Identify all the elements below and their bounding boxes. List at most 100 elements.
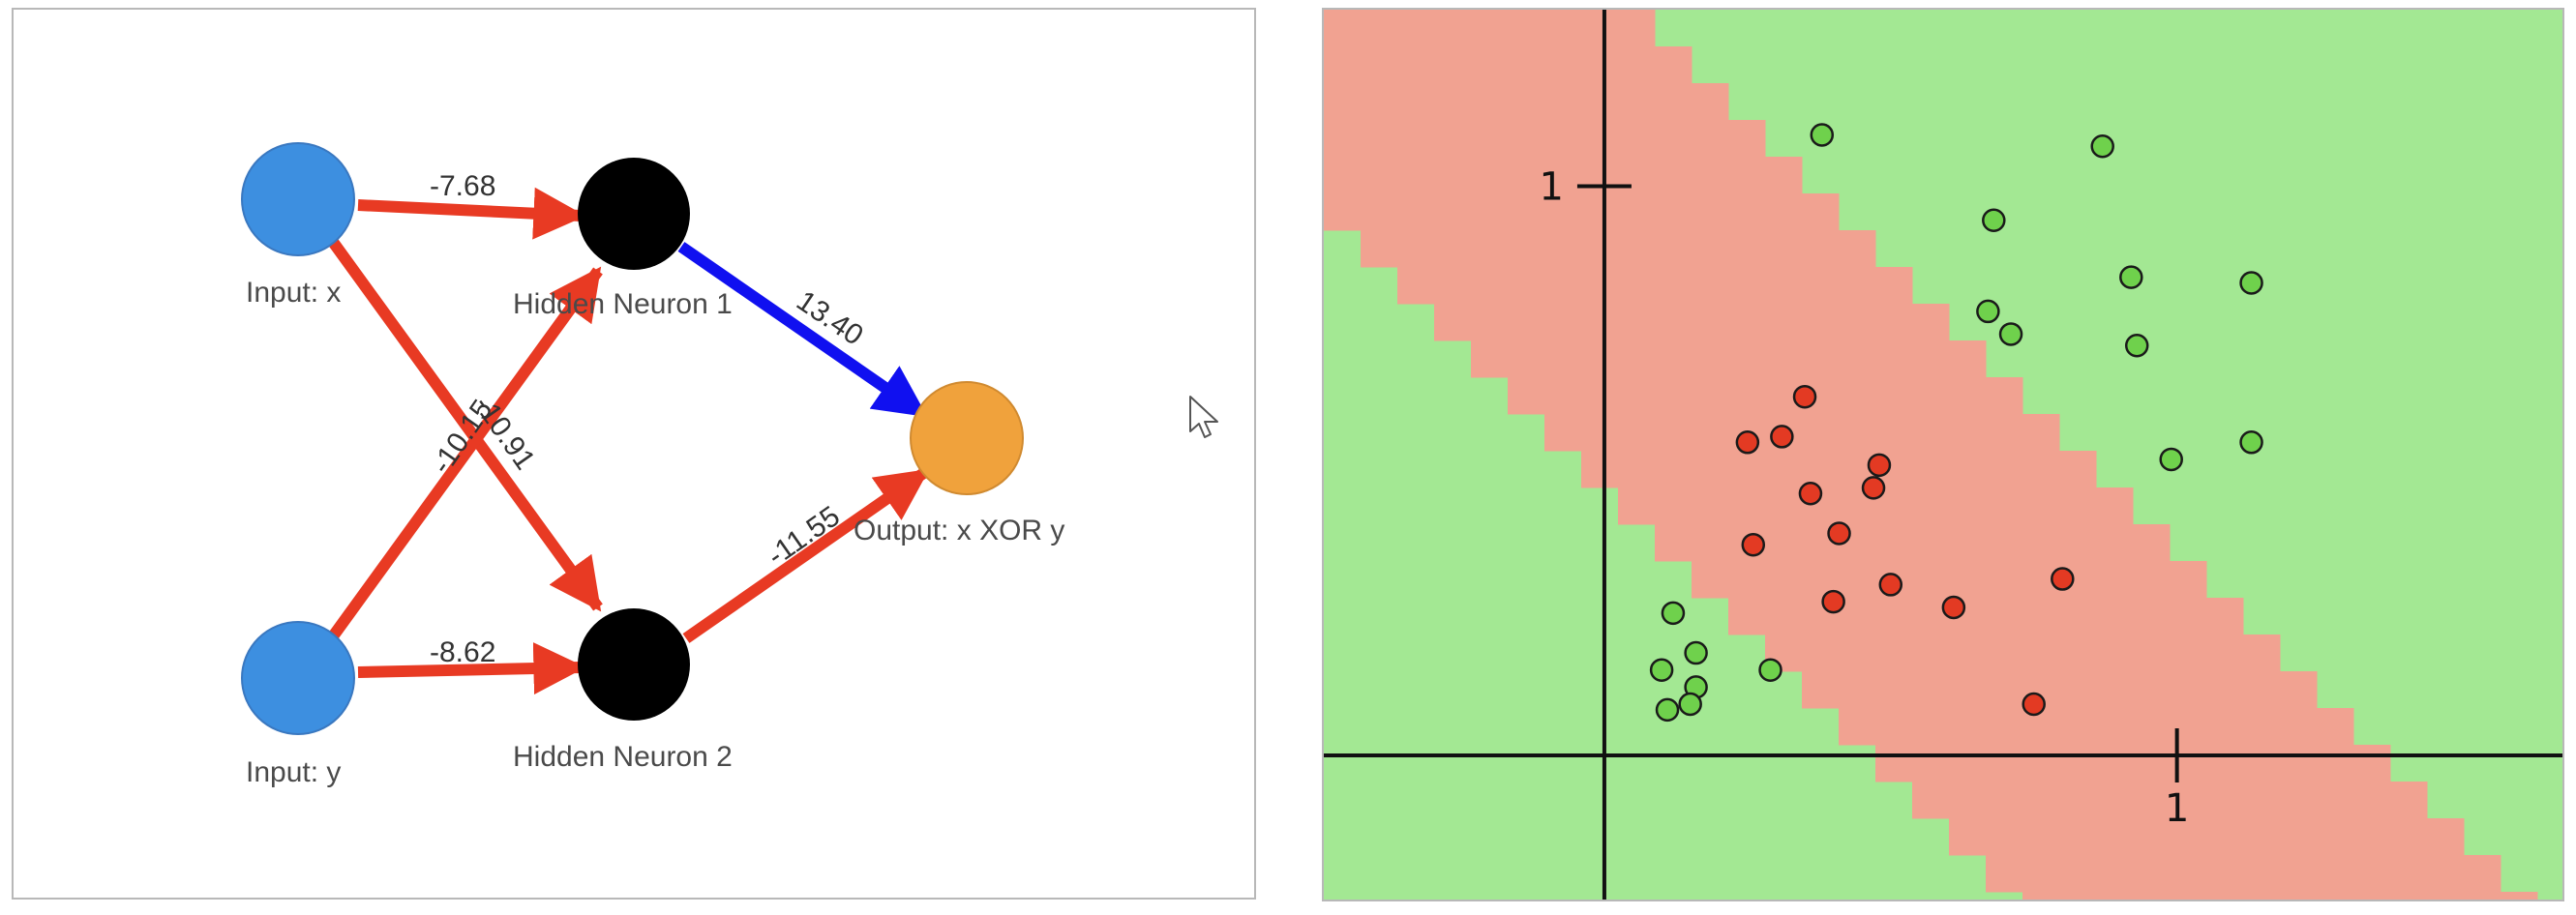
negative-region-cell (1839, 671, 1876, 709)
negative-region-cell (1581, 414, 1619, 452)
weight-y-h2-label: -8.62 (430, 636, 495, 668)
negative-region-cell (1655, 451, 1692, 488)
negative-region-cell (1728, 157, 1766, 194)
negative-region-cell (2206, 782, 2244, 819)
red-data-point (1821, 589, 1845, 614)
negative-region-cell (1986, 598, 2023, 635)
negative-region-cell (1581, 377, 1619, 415)
negative-region-cell (2133, 892, 2171, 900)
negative-region-cell (2133, 598, 2171, 635)
negative-region-cell (1471, 83, 1509, 121)
negative-region-cell (1986, 561, 2023, 599)
negative-region-cell (2059, 855, 2097, 893)
negative-region-cell (1875, 598, 1913, 635)
negative-region-cell (2170, 671, 2207, 709)
green-data-point (1649, 658, 1674, 682)
negative-region-cell (1728, 193, 1766, 231)
negative-region-cell (1692, 451, 1729, 488)
hidden-neuron-2-label: Hidden Neuron 2 (513, 741, 733, 773)
negative-region-cell (2096, 708, 2134, 746)
negative-region-cell (2133, 561, 2171, 599)
input-x-node (241, 142, 355, 256)
negative-region-cell (1581, 157, 1619, 194)
negative-region-cell (1544, 414, 1582, 452)
negative-region-cell (1618, 451, 1656, 488)
negative-region-cell (2059, 487, 2097, 525)
nodes (241, 142, 1024, 735)
negative-region-cell (1471, 193, 1509, 231)
negative-region-cell (1949, 561, 1987, 599)
negative-region-cell (1397, 10, 1435, 47)
negative-region-cell (1692, 524, 1729, 562)
negative-region-cell (2022, 818, 2060, 856)
negative-region-cell (1618, 340, 1656, 378)
negative-region-cell (1361, 46, 1398, 84)
green-data-point (1678, 692, 1702, 717)
negative-region-cell (2243, 708, 2281, 746)
negative-region-cell (2133, 745, 2171, 782)
negative-region-cell (1986, 487, 2023, 525)
negative-region-cell (1728, 120, 1766, 158)
x-tick-label: 1 (2165, 786, 2189, 831)
negative-region-cell (2096, 598, 2134, 635)
negative-region-cell (1802, 635, 1840, 672)
negative-region-cell (2133, 524, 2171, 562)
hidden-neuron-1-label: Hidden Neuron 1 (513, 288, 733, 320)
negative-region-cell (2317, 855, 2354, 893)
negative-region-cell (1692, 340, 1729, 378)
negative-region-cell (1949, 818, 1987, 856)
red-data-point (1792, 384, 1817, 409)
negative-region-cell (1471, 340, 1509, 378)
negative-region-cell (2170, 818, 2207, 856)
negative-region-cell (1508, 83, 1545, 121)
negative-region-cell (2022, 414, 2060, 452)
green-data-point (1976, 299, 2000, 324)
edge-input-x-to-hidden-1 (357, 187, 586, 240)
negative-region-cell (1765, 157, 1803, 194)
negative-region-cell (1912, 635, 1950, 672)
negative-region-cell (1986, 671, 2023, 709)
negative-region-cell (2243, 635, 2281, 672)
red-data-point (1770, 425, 1794, 449)
negative-region-cell (1765, 304, 1803, 341)
negative-region-cell (2096, 561, 2134, 599)
negative-region-cell (1508, 230, 1545, 268)
negative-region-cell (1581, 304, 1619, 341)
negative-region-cell (1949, 451, 1987, 488)
negative-region-cell (1912, 745, 1950, 782)
negative-region-cell (1471, 304, 1509, 341)
negative-region-cell (1875, 635, 1913, 672)
green-data-point (2159, 447, 2183, 472)
network-diagram-panel: Input: x Input: y Hidden Neuron 1 Hidden… (12, 8, 1256, 900)
negative-region-cell (1581, 451, 1619, 488)
negative-region-cell (1986, 745, 2023, 782)
negative-region-cell (2022, 524, 2060, 562)
negative-region-cell (1839, 304, 1876, 341)
negative-region-cell (2059, 818, 2097, 856)
negative-region-cell (2059, 892, 2097, 900)
negative-region-cell (2022, 487, 2060, 525)
negative-region-cell (1324, 120, 1362, 158)
red-data-point (1941, 595, 1966, 620)
negative-region-cell (1692, 304, 1729, 341)
weight-x-h1-label: -7.68 (430, 170, 495, 202)
negative-region-cell (1912, 671, 1950, 709)
green-data-point (1810, 123, 1835, 147)
negative-region-cell (1434, 157, 1472, 194)
weight-h1-out-label: 13.40 (791, 284, 869, 351)
red-data-point (1867, 453, 1892, 478)
negative-region-cell (2059, 745, 2097, 782)
negative-region-cell (2206, 598, 2244, 635)
edge-input-y-to-hidden-1 (328, 266, 603, 640)
negative-region-cell (1692, 414, 1729, 452)
negative-region-cell (1655, 83, 1692, 121)
negative-region-cell (1875, 671, 1913, 709)
negative-region-cell (2022, 782, 2060, 819)
negative-region-cell (1765, 193, 1803, 231)
negative-region-cell (1508, 340, 1545, 378)
negative-region-cell (1508, 377, 1545, 415)
negative-region-cell (2206, 708, 2244, 746)
negative-region-cell (2170, 892, 2207, 900)
negative-region-cell (1986, 818, 2023, 856)
negative-region-cell (1728, 598, 1766, 635)
